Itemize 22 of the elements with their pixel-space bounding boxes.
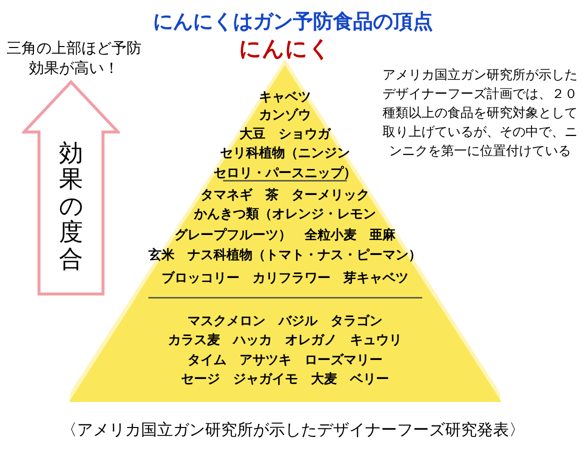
- food-list-line: キャベツ: [258, 89, 311, 107]
- food-list-line: セージ ジャガイモ 大麦 ベリー: [181, 371, 389, 389]
- food-list-line: セリ科植物（ニンジン: [220, 145, 350, 163]
- description-text: アメリカ国立ガン研究所が示したデザイナーフーズ計画では、２０種類以上の食品を研究対象として取り上げているが、その中で、ニンニクを第一に位置付けている: [382, 67, 578, 161]
- food-list-line: カンゾウ: [258, 107, 311, 125]
- food-list-line: 大豆 ショウガ: [239, 126, 330, 144]
- food-list-line: セロリ・パースニップ）: [213, 165, 356, 183]
- note-text: 三角の上部ほど予防効果が高い！: [6, 38, 142, 78]
- pyramid-tier: [68, 297, 502, 402]
- food-list-line: ブロッコリー カリフラワー 芽キャベツ: [161, 270, 408, 288]
- food-list-line: マスクメロン バジル タラゴン: [188, 313, 382, 331]
- food-list-line: かんきつ類（オレンジ・レモン: [194, 206, 376, 224]
- food-list-line: タイム アサツキ ローズマリー: [188, 352, 382, 370]
- food-list-line: タマネギ 茶 ターメリック: [200, 187, 370, 205]
- up-arrow: [22, 80, 120, 296]
- apex-label: にんにく: [239, 37, 331, 62]
- caption: 〈アメリカ国立ガン研究所が示したデザイナーフーズ研究発表〉: [60, 420, 526, 441]
- title: にんにくはガン予防食品の頂点: [152, 8, 434, 35]
- food-list-line: カラス麦 ハッカ オレガノ キュウリ: [168, 332, 402, 350]
- food-list-line: グレープフルーツ） 全粒小麦 亜麻: [174, 227, 396, 245]
- food-list-line: 玄米 ナス科植物（トマト・ナス・ピーマン）: [148, 247, 422, 265]
- arrow-label: 効果の度合: [59, 140, 83, 272]
